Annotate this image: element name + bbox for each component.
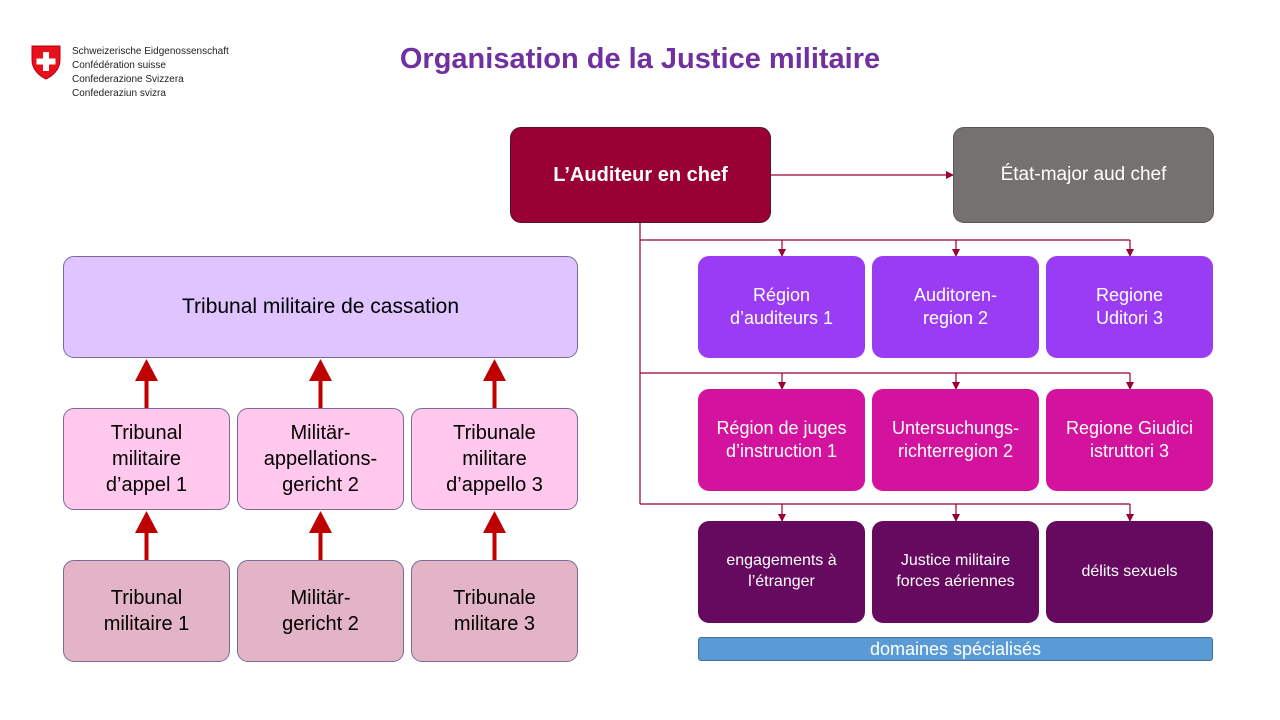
region-auditeurs-2: Auditoren- region 2	[872, 256, 1039, 358]
arrow-up-icon	[135, 511, 158, 560]
auditeur-en-chef: L’Auditeur en chef	[510, 127, 771, 223]
tribunal-appel-1: Tribunal militaire d’appel 1	[63, 408, 230, 510]
swiss-coat-of-arms-icon	[31, 45, 61, 80]
appeal-arrows	[135, 359, 506, 560]
logo-text: Schweizerische Eidgenossenschaft Confédé…	[72, 45, 229, 101]
region-juges-2: Untersuchungs- richterregion 2	[872, 389, 1039, 491]
page-title: Organisation de la Justice militaire	[399, 43, 881, 75]
logo-line: Schweizerische Eidgenossenschaft	[72, 46, 229, 57]
tribunal-militaire-1: Tribunal militaire 1	[63, 560, 230, 662]
arrow-up-icon	[135, 359, 158, 408]
etat-major-aud-chef: État-major aud chef	[953, 127, 1214, 223]
domaines-specialises-label: domaines spécialisés	[698, 637, 1213, 661]
tribunal-cassation: Tribunal militaire de cassation	[63, 256, 578, 358]
region-juges-3: Regione Giudici istruttori 3	[1046, 389, 1213, 491]
arrow-up-icon	[483, 359, 506, 408]
tribunal-appel-2: Militär- appellations- gericht 2	[237, 408, 404, 510]
arrow-up-icon	[309, 359, 332, 408]
domaine-delits-sexuels: délits sexuels	[1046, 521, 1213, 623]
region-auditeurs-1: Région d’auditeurs 1	[698, 256, 865, 358]
region-juges-1: Région de juges d’instruction 1	[698, 389, 865, 491]
tribunal-militaire-3: Tribunale militare 3	[411, 560, 578, 662]
logo-line: Confederaziun svizra	[72, 88, 166, 99]
arrow-up-icon	[483, 511, 506, 560]
region-auditeurs-3: Regione Uditori 3	[1046, 256, 1213, 358]
org-connector-lines	[639, 171, 1134, 522]
domaine-forces-aeriennes: Justice militaire forces aériennes	[872, 521, 1039, 623]
logo-line: Confederazione Svizzera	[72, 74, 184, 85]
tribunal-militaire-2: Militär- gericht 2	[237, 560, 404, 662]
logo-line: Confédération suisse	[72, 60, 166, 71]
domaine-engagements-etranger: engagements à l’étranger	[698, 521, 865, 623]
tribunal-appel-3: Tribunale militare d’appello 3	[411, 408, 578, 510]
arrow-up-icon	[309, 511, 332, 560]
